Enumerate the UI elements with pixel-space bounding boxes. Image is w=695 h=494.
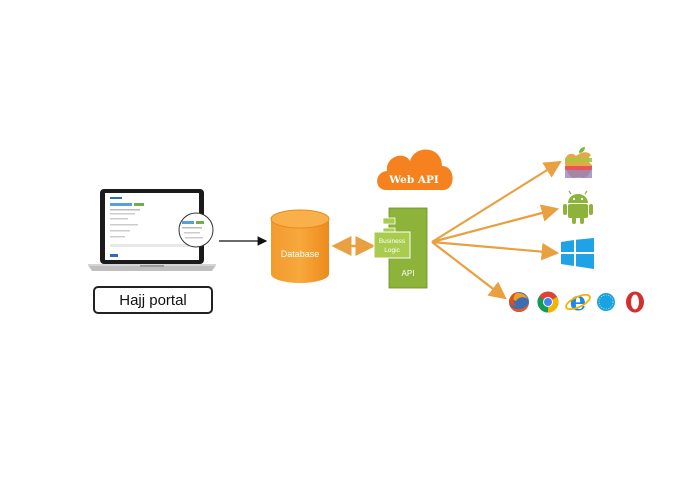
api-client-arrows	[431, 160, 562, 300]
api-component	[373, 207, 428, 289]
database-cylinder	[270, 209, 330, 283]
safari-icon	[597, 293, 615, 311]
database-label: Database	[281, 249, 320, 259]
firefox-icon	[509, 292, 529, 312]
hajj-portal-label-box: Hajj portal	[93, 286, 213, 314]
api-to-android-arrow	[431, 204, 560, 244]
opera-icon	[626, 291, 644, 313]
hajj-portal-label: Hajj portal	[119, 291, 187, 309]
windows-icon	[561, 238, 594, 269]
svg-text:e: e	[570, 287, 587, 317]
api-to-windows-arrow	[431, 240, 560, 261]
apple-icon	[565, 147, 592, 178]
business-logic-label-line2: Logic	[384, 247, 400, 254]
android-icon	[563, 190, 593, 224]
business-logic-label-line1: Business	[379, 238, 406, 245]
api-to-browsers-arrow	[431, 241, 507, 300]
web-api-label: Web API	[388, 174, 439, 186]
internet-explorer-icon: e	[565, 287, 591, 317]
api-to-apple-arrow	[431, 160, 562, 243]
laptop-illustration	[88, 189, 216, 271]
chrome-icon	[537, 291, 559, 313]
api-label: API	[402, 269, 415, 278]
web-api-cloud-icon	[377, 149, 453, 190]
